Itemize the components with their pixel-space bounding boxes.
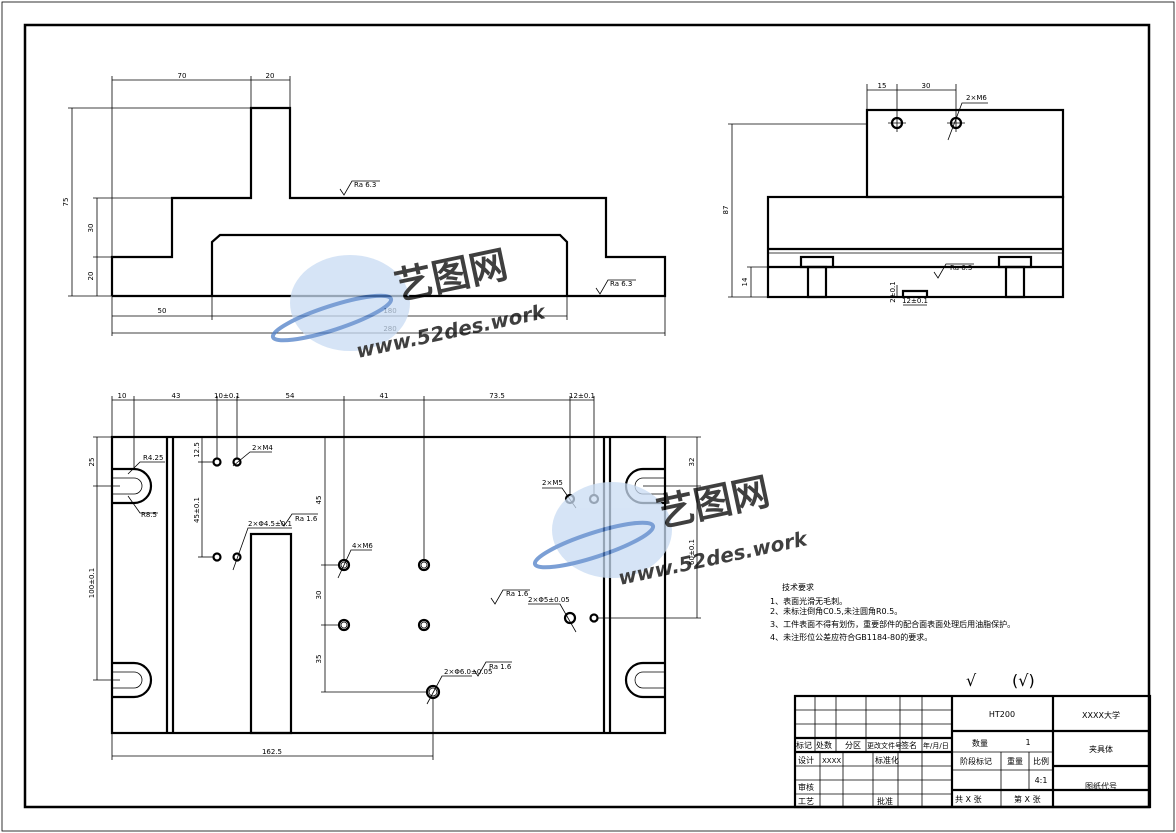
label-hole1: 2×Φ4.5±0.1 <box>248 520 292 528</box>
label-hole3: 2×Φ6.0±0.05 <box>444 668 492 676</box>
surface-mark-paren: (√) <box>1012 671 1035 690</box>
label-m4: 2×M4 <box>252 444 273 452</box>
surface-mark: √ (√) <box>966 671 1035 690</box>
roughness-side: Ra 6.3 <box>950 264 972 272</box>
dim-plan-left-3: 100±0.1 <box>88 568 96 598</box>
roughness-front-2: Ra 6.3 <box>610 280 632 288</box>
dim-plan-top-0: 10 <box>118 392 127 400</box>
tb-standard-label: 标准化 <box>875 755 899 765</box>
dim-plan-right-1: 60±0.1 <box>688 539 696 565</box>
tb-drawing-no-label: 图纸代号 <box>1085 781 1117 791</box>
tb-sheet-no: 第 X 张 <box>1014 794 1041 804</box>
tb-part-name: 夹具体 <box>1089 744 1113 754</box>
dim-front-75: 75 <box>62 198 70 207</box>
dim-side-14: 14 <box>741 277 749 286</box>
tb-stage-label: 阶段标记 <box>960 756 992 766</box>
tb-material: HT200 <box>989 710 1015 719</box>
dim-plan-inner-0: 45 <box>315 496 323 505</box>
dim-plan-left-0: 25 <box>88 458 96 467</box>
dim-plan-inner-2: 35 <box>315 655 323 664</box>
dim-plan-bottom: 162.5 <box>262 748 282 756</box>
dim-side-30: 30 <box>922 82 931 90</box>
tech-note-1: 1、表面光滑无毛刺。 <box>770 596 847 606</box>
tb-process-label: 工艺 <box>798 797 814 806</box>
label-hole2: 2×Φ5±0.05 <box>528 596 570 604</box>
side-view: 15 30 2×M6 87 14 12±0.1 2±0.1 Ra 6.3 <box>722 82 1065 306</box>
tech-note-2: 2、未标注倒角C0.5,未注圆角R0.5。 <box>770 606 902 616</box>
dim-plan-top-2: 10±0.1 <box>214 392 240 400</box>
dim-side-slot-w: 12±0.1 <box>902 297 928 305</box>
dim-plan-top-4: 41 <box>380 392 389 400</box>
tb-quantity-label: 数量 <box>972 738 988 748</box>
surface-mark-symbol: √ <box>966 671 977 690</box>
label-ra16c: Ra 1.6 <box>489 663 512 671</box>
tb-rev-0: 标记 <box>796 740 812 750</box>
tb-rev-4: 签名 <box>901 740 917 750</box>
dim-plan-left-1: 12.5 <box>193 442 201 458</box>
dim-side-slot-h: 2±0.1 <box>889 281 897 302</box>
dim-front-50: 50 <box>158 307 167 315</box>
tb-scale-label: 比例 <box>1033 756 1049 766</box>
inner-border <box>23 23 1151 809</box>
title-block: 标记 处数 分区 更改文件号 签名 年/月/日 设计 XXXX 标准化 审核 工… <box>793 694 1152 809</box>
label-ra16b: Ra 1.6 <box>506 590 529 598</box>
watermark-1: 艺图网 www.52des.work <box>270 242 549 363</box>
tb-quantity: 1 <box>1025 738 1030 747</box>
tech-note-4: 4、未注形位公差应符合GB1184-80的要求。 <box>770 632 932 642</box>
dim-plan-top-3: 54 <box>286 392 295 400</box>
dim-front-20: 20 <box>266 72 275 80</box>
label-ra16a: Ra 1.6 <box>295 515 318 523</box>
tb-review-label: 审核 <box>798 782 814 792</box>
tb-scale: 4:1 <box>1035 776 1048 785</box>
dim-front-20b: 20 <box>87 272 95 281</box>
tb-design-label: 设计 <box>798 755 814 765</box>
tb-weight-label: 重量 <box>1007 756 1023 766</box>
tb-school: XXXX大学 <box>1082 710 1120 720</box>
watermark-2-brand: 艺图网 <box>653 469 774 536</box>
dim-side-87: 87 <box>722 206 730 215</box>
tech-notes: 技术要求 1、表面光滑无毛刺。 2、未标注倒角C0.5,未注圆角R0.5。 3、… <box>770 582 1015 642</box>
dim-front-70: 70 <box>178 72 187 80</box>
dim-plan-top-5: 73.5 <box>489 392 505 400</box>
label-r1: R4.25 <box>143 454 163 462</box>
tb-rev-5: 年/月/日 <box>923 741 949 750</box>
tb-designer: XXXX <box>822 757 841 765</box>
dim-plan-top-1: 43 <box>172 392 181 400</box>
label-r2: R8.5 <box>141 511 157 519</box>
dim-plan-left-2: 45±0.1 <box>193 497 201 523</box>
tb-rev-1: 处数 <box>816 740 832 750</box>
tech-notes-title: 技术要求 <box>782 582 814 592</box>
side-thread-label: 2×M6 <box>966 94 987 102</box>
dim-plan-top-6: 12±0.1 <box>569 392 595 400</box>
watermark-1-brand: 艺图网 <box>391 242 512 309</box>
dim-plan-right-0: 32 <box>688 458 696 467</box>
tech-note-3: 3、工件表面不得有划伤，重要部件的配合面表面处理后用油脂保护。 <box>770 619 1015 629</box>
dim-side-15: 15 <box>878 82 887 90</box>
label-m5: 2×M5 <box>542 479 563 487</box>
label-m6: 4×M6 <box>352 542 373 550</box>
plan-holes <box>212 457 600 700</box>
watermark-2: 艺图网 www.52des.work <box>532 469 811 590</box>
dim-plan-inner-1: 30 <box>315 591 323 600</box>
tb-rev-3: 更改文件号 <box>867 741 902 750</box>
dim-front-30: 30 <box>87 224 95 233</box>
tb-approve-label: 批准 <box>877 796 893 806</box>
roughness-front-1: Ra 6.3 <box>354 181 376 189</box>
tb-rev-2: 分区 <box>845 741 861 750</box>
tb-sheet-total: 共 X 张 <box>955 795 982 804</box>
